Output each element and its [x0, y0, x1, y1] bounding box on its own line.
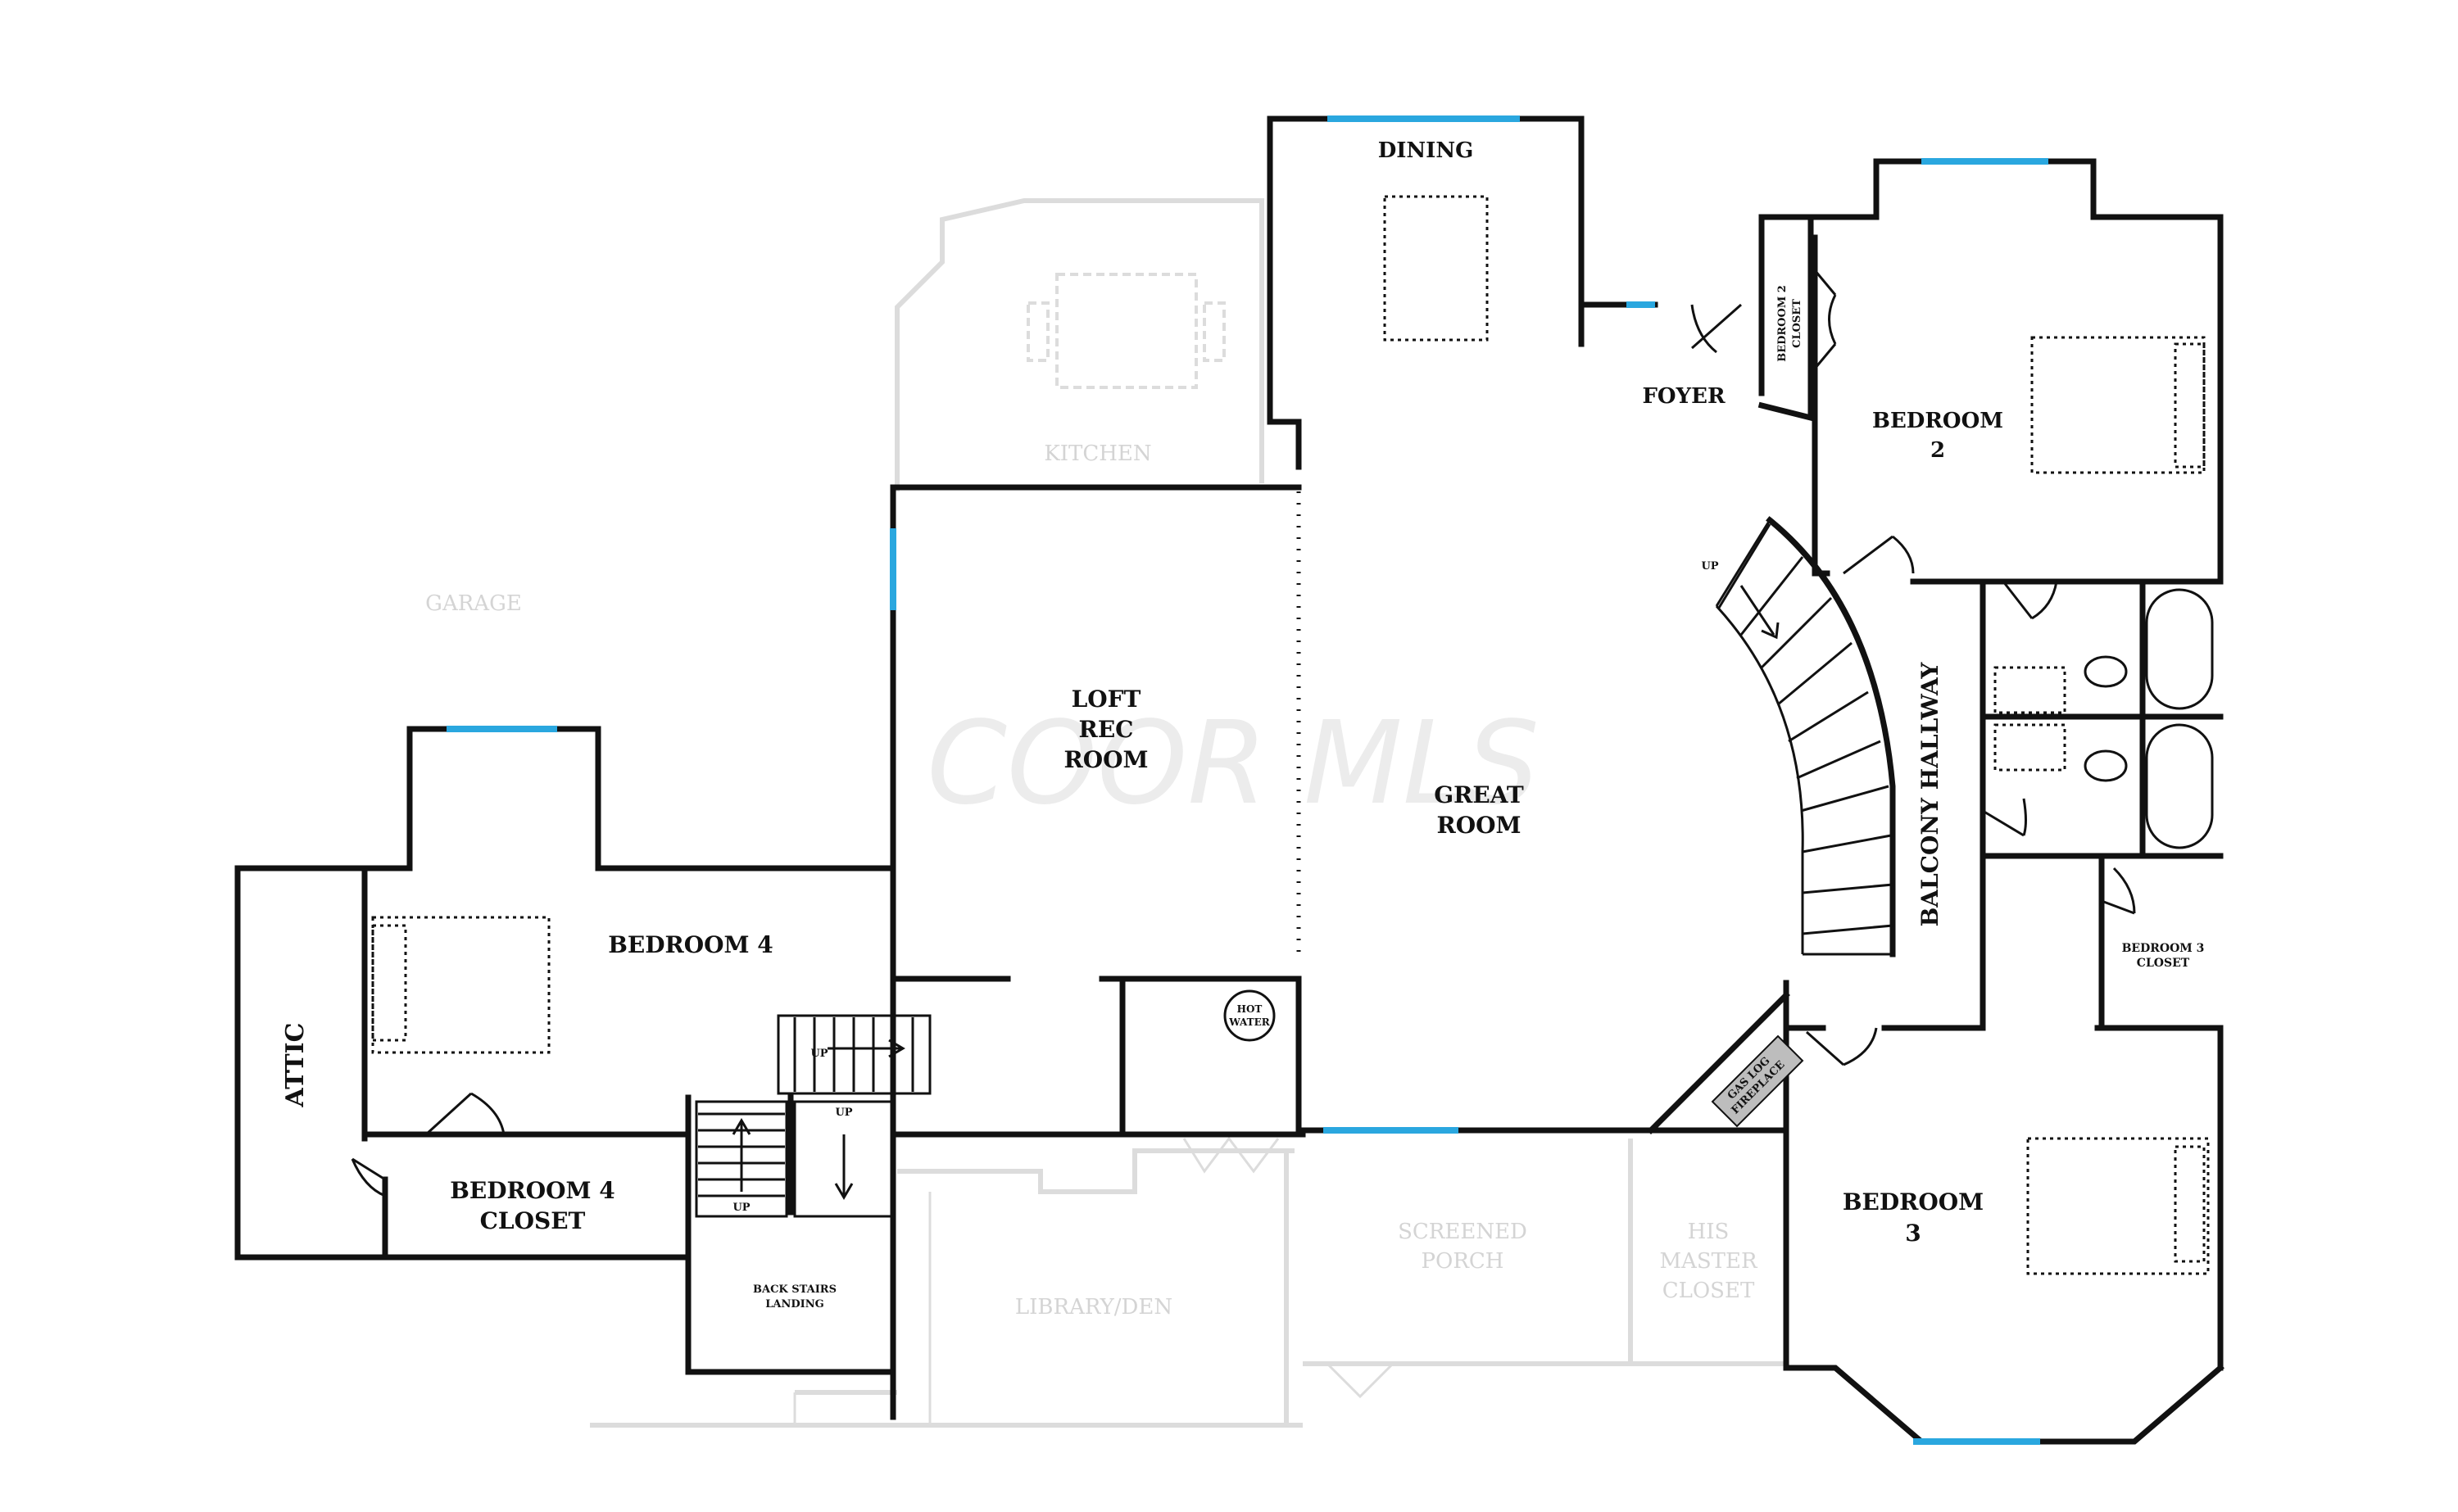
stair-tread: [1802, 924, 1893, 935]
label-dining: DINING: [1378, 138, 1474, 163]
stair-tread: [1802, 883, 1893, 894]
label-great-1: GREAT: [1434, 781, 1524, 808]
label-bedroom3-1: BEDROOM: [1843, 1188, 1984, 1215]
label-stair-back-up-left: UP: [732, 1202, 750, 1214]
furniture: [371, 195, 2214, 1275]
label-bedroom2-2: 2: [1930, 438, 1945, 463]
back-stair: [695, 1014, 932, 1218]
label-stair-main-up: UP: [1701, 560, 1718, 573]
label-his-master-2: MASTER: [1659, 1249, 1758, 1274]
label-bedroom3-2: 3: [1905, 1220, 1921, 1247]
label-bedroom4-closet-1: BEDROOM 4: [450, 1177, 615, 1204]
ghost-lower-level: [590, 198, 1786, 1428]
label-his-master-3: CLOSET: [1662, 1279, 1755, 1303]
label-balcony-hallway: BALCONY HALLWAY: [1916, 662, 1943, 927]
stair-tread: [1717, 523, 1771, 609]
label-hot-water-1: HOT: [1237, 1003, 1263, 1015]
label-bedroom4: BEDROOM 4: [608, 931, 773, 958]
label-his-master-1: HIS: [1688, 1220, 1730, 1244]
label-great-2: ROOM: [1436, 812, 1521, 839]
label-library: LIBRARY/DEN: [1015, 1295, 1172, 1320]
label-attic: ATTIC: [281, 1022, 310, 1107]
watermark: COOR MLS: [927, 697, 1540, 831]
fireplace-box: [1711, 1034, 1804, 1128]
walls: [234, 115, 2224, 1445]
label-loft-2: REC: [1079, 716, 1134, 743]
label-back-stairs-1: BACK STAIRS: [753, 1283, 837, 1296]
label-bedroom3-closet-1: BEDROOM 3: [2122, 942, 2205, 955]
label-foyer: FOYER: [1642, 384, 1725, 409]
label-screened-2: PORCH: [1422, 1249, 1504, 1274]
stair-arrows: [732, 585, 1780, 1200]
hot-water-heater: [1223, 989, 1276, 1042]
label-bedroom4-closet-2: CLOSET: [480, 1207, 586, 1234]
stair-tread: [1800, 785, 1889, 813]
labels: DINING FOYER BEDROOM 2 CLOSET BEDROOM 2 …: [281, 138, 2204, 1320]
stair-tread: [1796, 740, 1881, 780]
label-back-stairs-2: LANDING: [765, 1298, 823, 1311]
stair-tread: [1802, 834, 1892, 853]
label-hot-water-2: WATER: [1228, 1016, 1270, 1028]
stair-tread: [1760, 596, 1833, 669]
label-bedroom3-closet-2: CLOSET: [2137, 957, 2190, 970]
main-curved-stair: [1715, 516, 1896, 957]
label-loft-3: ROOM: [1063, 746, 1148, 773]
label-garage: GARAGE: [425, 591, 522, 616]
label-screened-1: SCREENED: [1398, 1220, 1527, 1244]
label-stair-back-up-right: UP: [835, 1107, 852, 1119]
windows: [447, 115, 2048, 1445]
stair-tread: [1777, 641, 1853, 706]
label-kitchen: KITCHEN: [1044, 441, 1151, 466]
doors: [351, 269, 2136, 1197]
label-bedroom2-closet-2: CLOSET: [1791, 299, 1803, 348]
stair-tread: [1788, 690, 1869, 743]
label-bedroom2-1: BEDROOM: [1872, 409, 2003, 433]
label-loft-1: LOFT: [1072, 686, 1141, 713]
label-bedroom2-closet-1: BEDROOM 2: [1776, 285, 1789, 362]
stair-tread: [1739, 556, 1804, 636]
